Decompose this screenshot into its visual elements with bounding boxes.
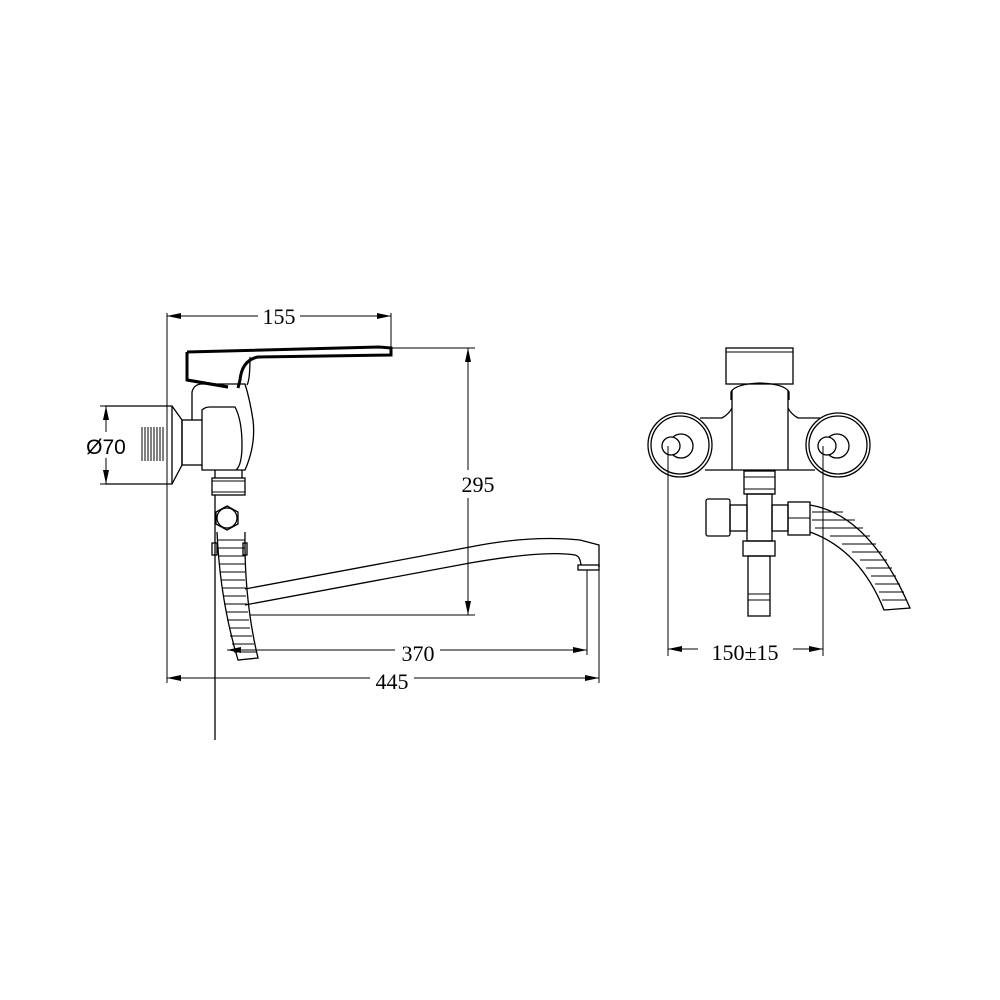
dimension-diameter-70: Ø70 [86, 405, 126, 485]
shower-hose-front [809, 504, 911, 611]
dimension-label-155: 155 [263, 304, 296, 329]
dimension-445: 445 [167, 567, 600, 694]
diverter-assembly [705, 470, 811, 617]
dimension-label-diameter-70: Ø70 [86, 436, 126, 459]
right-eccentric-connector [805, 412, 871, 478]
dimension-label-150-15: 150±15 [711, 640, 778, 665]
lever-handle [185, 345, 393, 389]
handle-front [725, 347, 794, 385]
dimension-150-15: 150±15 [667, 446, 824, 665]
dimension-label-445: 445 [376, 669, 409, 694]
left-eccentric-connector [647, 412, 713, 478]
dimension-label-370: 370 [402, 641, 435, 666]
dimension-155: 155 [166, 304, 392, 683]
swivel-spout [244, 537, 600, 606]
front-view: 150±15 [647, 347, 911, 665]
shower-hose [211, 531, 259, 661]
side-view: 155 Ø70 295 370 44 [86, 304, 600, 740]
mixer-body [181, 383, 255, 496]
dimension-370: 370 [227, 570, 588, 666]
dimension-295: 295 [250, 347, 495, 616]
dimension-label-295: 295 [462, 472, 495, 497]
diverter-knob [214, 495, 239, 740]
